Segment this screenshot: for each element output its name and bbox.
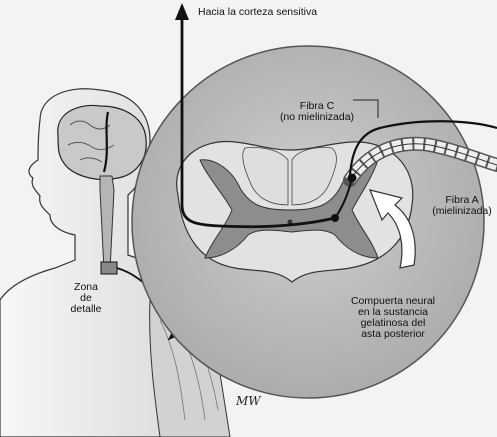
- magnified-view: [131, 3, 497, 399]
- arrow-up-icon: [175, 3, 189, 20]
- ascending-tract: [180, 8, 336, 229]
- label-gate: Compuerta neural en la sustancia gelatin…: [350, 295, 436, 340]
- central-canal: [287, 219, 293, 225]
- gate-connection: [334, 177, 353, 219]
- posterior-column-right: [291, 147, 337, 206]
- gate-pointer-arrow-icon: [369, 189, 416, 269]
- body-outline: [0, 88, 196, 437]
- fiber-a-axon: [349, 143, 497, 181]
- fiber-c: [348, 120, 497, 176]
- label-cortex: Hacia la corteza sensitiva: [198, 6, 318, 18]
- brain-fiber-line: [102, 111, 110, 173]
- artist-signature: MW: [236, 394, 261, 408]
- label-detail-zone: Zona de detalle: [70, 281, 102, 315]
- label-fiber-c: Fibra C (no mielinizada): [279, 100, 355, 123]
- fiber-c-leader: [353, 99, 379, 118]
- brain: [57, 104, 147, 181]
- label-fiber-a: Fibra A (mielinizada): [432, 194, 492, 217]
- detail-zone-marker: [100, 261, 118, 275]
- posterior-column-left: [242, 147, 289, 206]
- gray-matter: [199, 159, 379, 259]
